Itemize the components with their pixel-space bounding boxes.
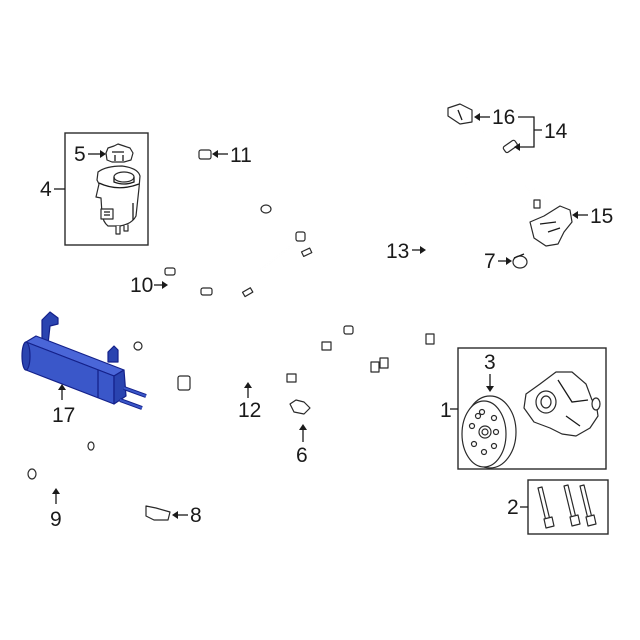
arrow-5-icon bbox=[100, 150, 106, 158]
callout-11: 11 bbox=[230, 144, 252, 167]
callout-15: 15 bbox=[590, 205, 613, 228]
callout-5: 5 bbox=[74, 143, 86, 166]
callout-1: 1 bbox=[440, 399, 452, 422]
return-hose[interactable] bbox=[27, 467, 125, 499]
arrow-7-icon bbox=[506, 257, 512, 265]
pressure-line-bracket[interactable] bbox=[289, 292, 480, 420]
callout-3: 3 bbox=[484, 351, 496, 374]
arrow-13-icon bbox=[420, 246, 426, 254]
bolt[interactable] bbox=[537, 486, 555, 529]
arrow-15-icon bbox=[572, 211, 578, 219]
callout-14: 14 bbox=[544, 120, 568, 143]
reservoir-cap[interactable] bbox=[105, 143, 134, 163]
power-steering-cooler[interactable] bbox=[21, 311, 147, 410]
callout-13: 13 bbox=[386, 240, 409, 263]
pump-body[interactable] bbox=[523, 371, 601, 437]
callout-9: 9 bbox=[50, 508, 62, 531]
arrow-17-icon bbox=[58, 384, 66, 390]
bolt[interactable] bbox=[563, 484, 581, 527]
arrow-9-icon bbox=[52, 488, 60, 494]
arrow-6-icon bbox=[299, 424, 307, 430]
bolts-group[interactable] bbox=[527, 479, 609, 535]
return-line[interactable] bbox=[200, 287, 354, 389]
callout-7: 7 bbox=[484, 250, 496, 273]
cap[interactable] bbox=[512, 253, 528, 269]
callout-8: 8 bbox=[190, 504, 202, 527]
supply-hose[interactable] bbox=[198, 149, 272, 233]
callout-4: 4 bbox=[40, 178, 52, 201]
callout-17: 17 bbox=[52, 404, 75, 427]
arrow-12-icon bbox=[244, 382, 252, 388]
callout-6: 6 bbox=[296, 444, 308, 467]
valve-assembly[interactable] bbox=[525, 185, 573, 247]
pulley[interactable] bbox=[461, 395, 517, 469]
callout-10: 10 bbox=[130, 274, 153, 297]
arrow-8-icon bbox=[172, 511, 178, 519]
arrow-10-icon bbox=[162, 281, 168, 289]
pressure-line[interactable] bbox=[362, 188, 508, 324]
cooler-line[interactable] bbox=[133, 267, 191, 391]
callout-12: 12 bbox=[238, 399, 261, 422]
arrow-11-icon bbox=[212, 150, 218, 158]
cooler-hose[interactable] bbox=[87, 422, 188, 521]
hose-clip[interactable] bbox=[447, 103, 473, 125]
reservoir-assembly-group[interactable]: 4 5 bbox=[40, 132, 149, 246]
pump-assembly-group[interactable] bbox=[457, 347, 607, 470]
reservoir-body[interactable] bbox=[95, 165, 141, 235]
callout-2: 2 bbox=[507, 496, 519, 519]
arrow-14-icon bbox=[514, 143, 520, 151]
pressure-hose-assembly[interactable] bbox=[238, 131, 518, 324]
bolt[interactable] bbox=[579, 484, 597, 527]
callout-16: 16 bbox=[492, 106, 515, 129]
bracket-14 bbox=[516, 116, 542, 148]
arrow-3-icon bbox=[486, 386, 494, 392]
arrow-16-icon bbox=[474, 113, 480, 121]
